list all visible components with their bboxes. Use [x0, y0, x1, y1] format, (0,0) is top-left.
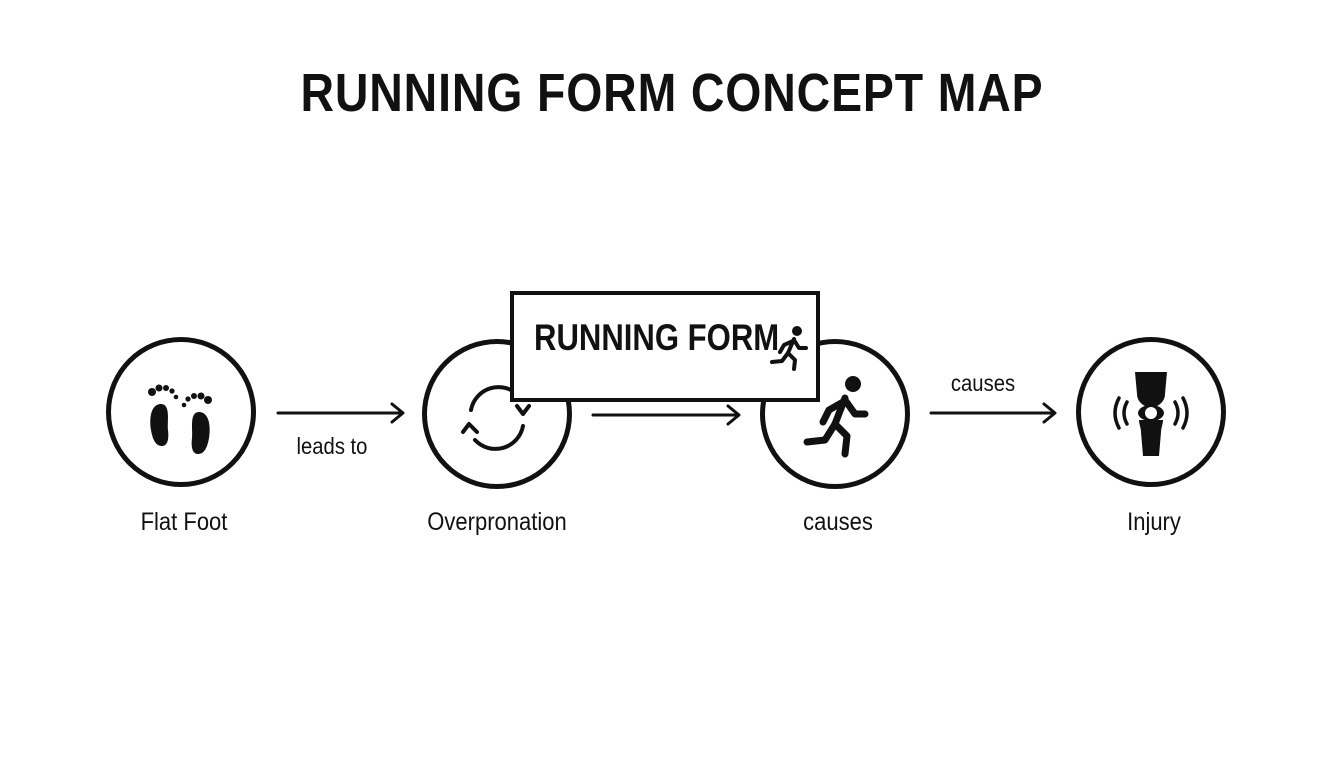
central-concept-label: RUNNING FORM [534, 317, 780, 358]
node-label-flat-foot: Flat Foot [140, 508, 228, 536]
edge-label-causes: causes [950, 370, 1016, 396]
arrow-causes-injury [929, 402, 1057, 424]
runner-icon [803, 376, 869, 458]
page-title: RUNNING FORM CONCEPT MAP [300, 63, 1044, 123]
runner-icon [770, 326, 808, 371]
central-concept-box[interactable]: RUNNING FORM [510, 291, 820, 402]
node-injury[interactable] [1076, 337, 1226, 487]
node-label-injury: Injury [1127, 508, 1181, 536]
arrow-overpronation-causes [591, 404, 741, 426]
knee-pain-icon [1113, 372, 1189, 456]
footprints-icon [148, 384, 212, 454]
arrow-flatfoot-overpronation [276, 402, 405, 424]
node-label-overpronation: Overpronation [427, 508, 567, 536]
node-flat-foot[interactable] [106, 337, 256, 487]
edge-label-leads-to: leads to [296, 433, 368, 459]
node-label-causes: causes [803, 508, 873, 536]
